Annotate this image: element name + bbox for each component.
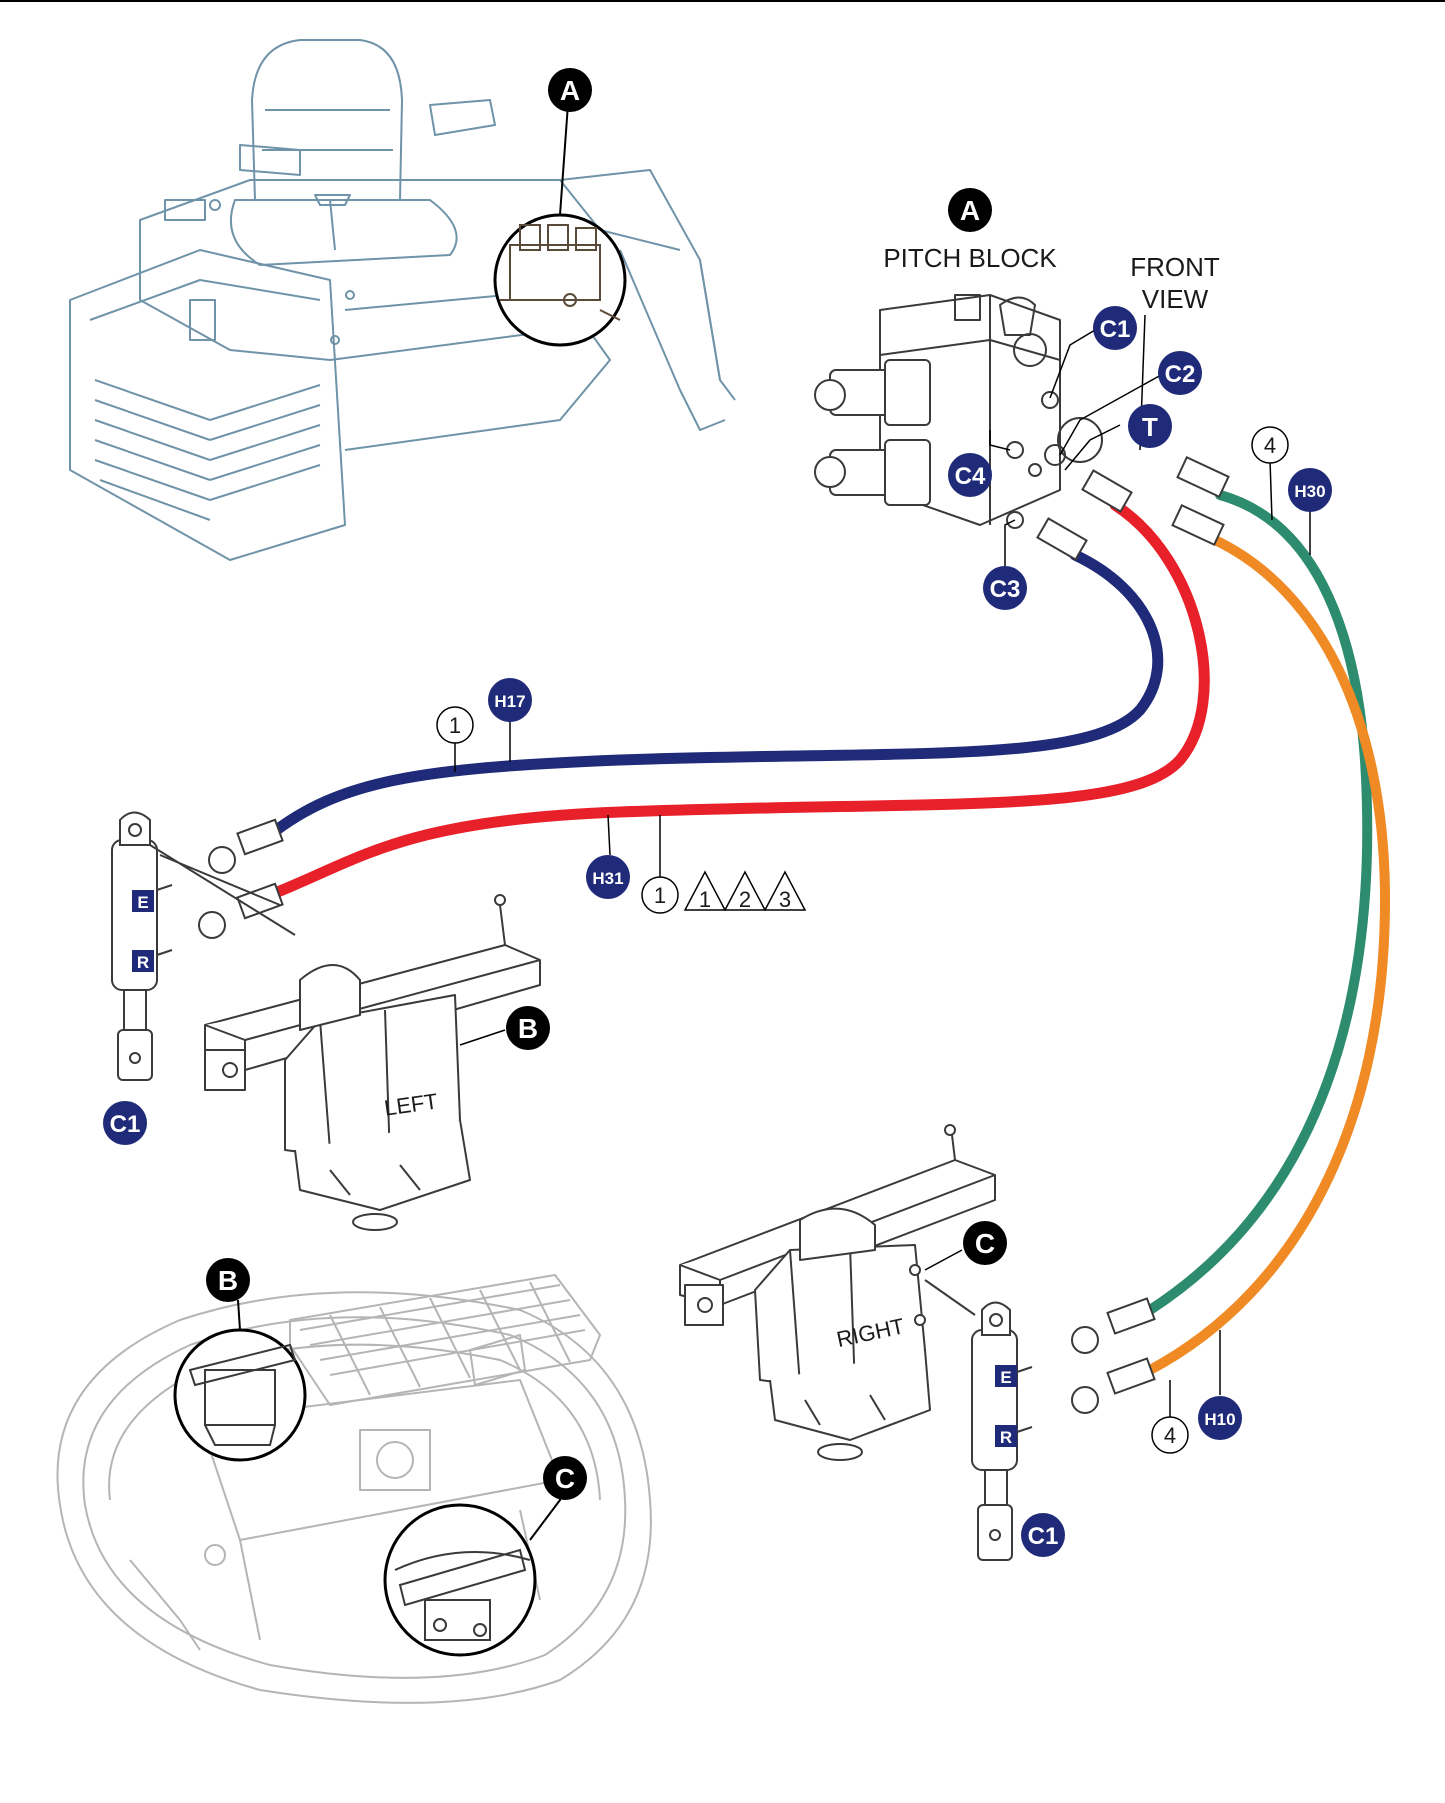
callout-c-right: C xyxy=(963,1221,1007,1265)
port-c4-label: C4 xyxy=(955,463,986,490)
hose-navy xyxy=(264,549,1164,841)
cyl-right-e-label: E xyxy=(1000,1368,1011,1387)
hose-fittings-left xyxy=(198,818,284,939)
cyl-left-e-label: E xyxy=(137,893,148,912)
hose-badge-h17: H17 xyxy=(488,678,532,722)
item-1b-label: 1 xyxy=(654,883,666,908)
port-c3-label: C3 xyxy=(990,576,1021,603)
callout-b-left-label: B xyxy=(518,1013,538,1044)
front-view-line2: VIEW xyxy=(1142,284,1209,314)
port-c1-left-cyl-label: C1 xyxy=(110,1111,141,1138)
callout-a-top: A xyxy=(548,68,592,112)
port-badge-c2: C2 xyxy=(1158,351,1202,395)
note-triangle-1: 1 xyxy=(683,870,727,912)
item-circle-4b: 4 xyxy=(1151,1416,1189,1454)
cyl-port-right-r: R xyxy=(995,1425,1017,1447)
hose-badge-h31: H31 xyxy=(586,855,630,899)
port-leaders xyxy=(989,329,1171,570)
hose-red xyxy=(264,499,1210,901)
cyl-right-r-label: R xyxy=(1000,1428,1012,1447)
note-triangle-3: 3 xyxy=(763,870,807,912)
callout-c-bottom: C xyxy=(543,1456,587,1500)
callout-a-block-label: A xyxy=(960,195,980,226)
hose-green xyxy=(1145,490,1373,1315)
port-badge-c3: C3 xyxy=(983,566,1027,610)
port-badge-c1-left-cyl: C1 xyxy=(103,1101,147,1145)
item-1a-label: 1 xyxy=(449,713,461,738)
cyl-left-r-label: R xyxy=(137,953,149,972)
note-3-label: 3 xyxy=(779,887,791,912)
gearbox-left xyxy=(204,894,541,1231)
detail-magnifier-a xyxy=(493,103,627,347)
callout-b-bottom: B xyxy=(206,1258,250,1302)
detail-magnifier-c xyxy=(383,1490,561,1657)
item-4a-label: 4 xyxy=(1264,433,1276,458)
front-view-line1: FRONT xyxy=(1130,252,1220,282)
port-badge-c4: C4 xyxy=(948,453,992,497)
cyl-port-left-r: R xyxy=(132,950,154,972)
pitch-block-title: PITCH BLOCK xyxy=(883,243,1057,273)
cyl-port-left-e: E xyxy=(132,890,154,912)
callout-c-right-label: C xyxy=(975,1228,995,1259)
callout-a-block: A xyxy=(948,188,992,232)
port-c1-right-cyl-label: C1 xyxy=(1028,1523,1059,1550)
note-1-label: 1 xyxy=(699,887,711,912)
item-circle-4a: 4 xyxy=(1251,426,1289,464)
note-2-label: 2 xyxy=(739,887,751,912)
gearbox-right xyxy=(679,1124,996,1461)
callout-b-bottom-label: B xyxy=(218,1265,238,1296)
cyl-port-right-e: E xyxy=(995,1365,1017,1387)
hose-fittings-right xyxy=(1071,1297,1156,1414)
machine-illustration xyxy=(69,39,736,561)
hydraulic-cylinder-right xyxy=(924,1279,1033,1561)
port-c1-label: C1 xyxy=(1100,316,1131,343)
callout-c-bottom-label: C xyxy=(555,1463,575,1494)
hose-h17-label: H17 xyxy=(494,692,525,711)
port-badge-c1: C1 xyxy=(1093,306,1137,350)
port-badge-c1-right-cyl: C1 xyxy=(1021,1513,1065,1557)
hose-fittings-block xyxy=(1036,455,1230,561)
item-4b-label: 4 xyxy=(1164,1423,1176,1448)
hose-badge-h30: H30 xyxy=(1288,468,1332,512)
hose-h30-label: H30 xyxy=(1294,482,1325,501)
item-circle-1b: 1 xyxy=(641,876,679,914)
hose-h31-label: H31 xyxy=(592,869,623,888)
hose-leaders xyxy=(454,459,1311,1432)
item-circle-1a: 1 xyxy=(436,706,474,744)
callout-b-left: B xyxy=(506,1006,550,1050)
hose-badge-h10: H10 xyxy=(1198,1396,1242,1440)
port-c2-label: C2 xyxy=(1165,361,1196,388)
hose-h10-label: H10 xyxy=(1204,1410,1235,1429)
pitch-block-valve xyxy=(814,294,1103,529)
callout-a-top-label: A xyxy=(560,75,580,106)
port-t-label: T xyxy=(1142,412,1158,442)
hose-orange xyxy=(1145,535,1391,1375)
detail-magnifier-b xyxy=(173,1299,307,1462)
note-triangle-2: 2 xyxy=(723,870,767,912)
port-badge-t: T xyxy=(1128,404,1172,448)
